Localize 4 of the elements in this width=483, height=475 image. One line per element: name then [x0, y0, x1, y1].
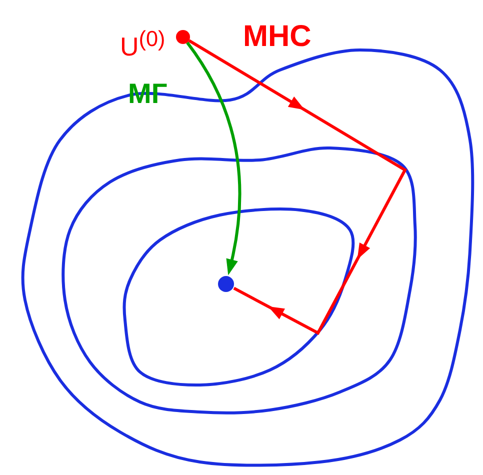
edge-label: МНС — [243, 22, 312, 52]
path-arrow — [186, 42, 242, 276]
path-arrow — [188, 39, 407, 336]
point-label: U$^{(0)}$ — [120, 28, 166, 60]
